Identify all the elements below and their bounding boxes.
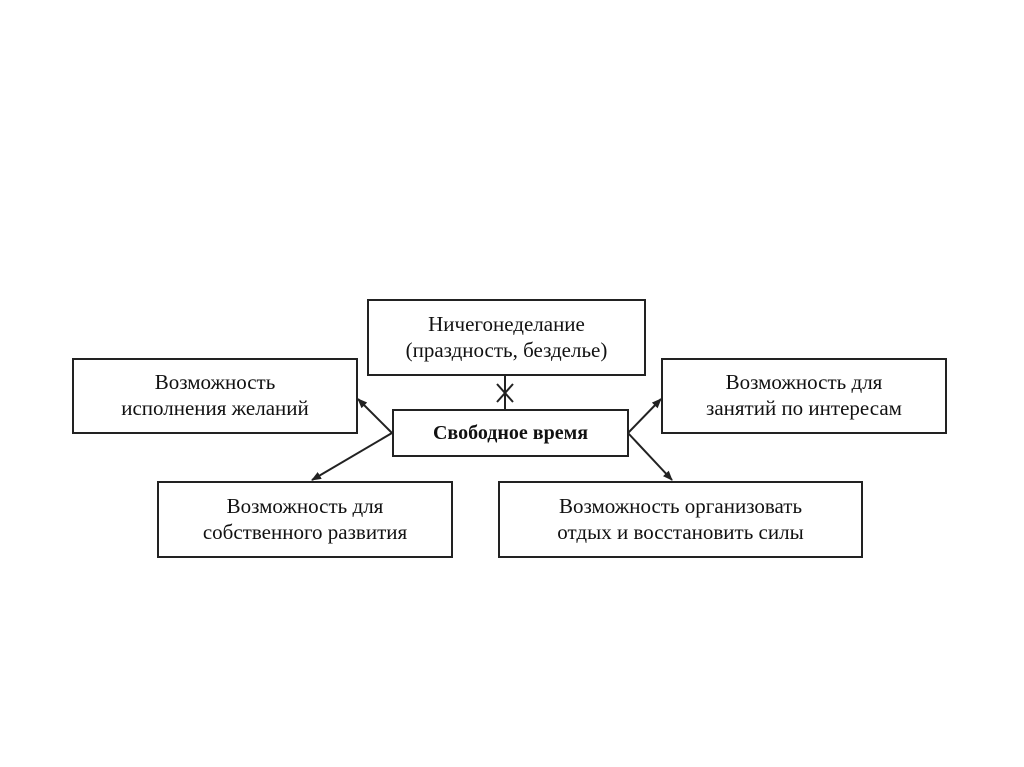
idleness-box: Ничегонеделание (праздность, безделье) [367,299,646,376]
rest-box: Возможность организовать отдых и восстан… [498,481,863,558]
arrow-to-rest [627,432,673,481]
wishes-box: Возможность исполнения желаний [72,358,358,434]
cross-icon [496,383,514,403]
wishes-line2: исполнения желаний [121,396,309,420]
arrow-to-wishes [357,398,393,434]
interests-line1: Возможность для [725,370,883,395]
wishes-line1: Возможность [154,370,276,395]
development-box: Возможность для собственного развития [157,481,453,558]
free-time-box: Свободное время [392,409,629,457]
idleness-line2: (праздность, безделье) [405,337,608,362]
interests-box: Возможность для занятий по интересам [661,358,947,434]
development-line2: собственного развития [202,519,408,544]
idleness-line1: Ничегонеделание [428,311,585,336]
arrow-to-development [311,432,393,481]
interests-line2: занятий по интересам [706,396,902,420]
free-time-label: Свободное время [432,421,589,444]
rest-line1: Возможность организовать [558,493,803,518]
rest-line2: отдых и восстановить силы [557,519,804,544]
development-line1: Возможность для [226,493,384,518]
arrow-to-interests [627,398,662,434]
